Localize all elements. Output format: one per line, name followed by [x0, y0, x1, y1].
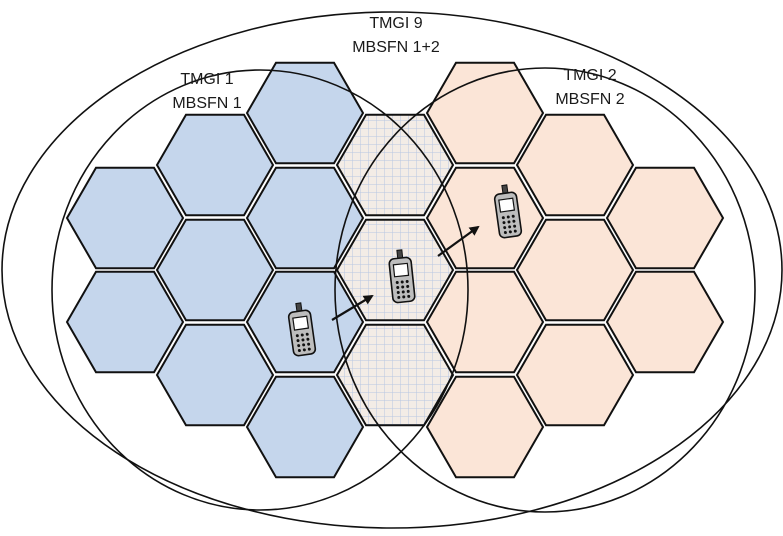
cell-hexagon [515, 323, 635, 427]
mbsfn12-label: MBSFN 1+2 [352, 39, 440, 56]
cell-hexagon [155, 218, 275, 322]
cell-hexagon [245, 375, 365, 479]
tmgi9-region-boundary [1, 11, 783, 529]
tmgi2-region-boundary [334, 67, 756, 513]
arrow-icon [331, 294, 374, 321]
tmgi9-label: TMGI 9 [369, 15, 422, 32]
cell-hexagon [65, 270, 185, 374]
tmgi2-label: TMGI 2 [563, 67, 616, 84]
mbsfn2-cells [425, 61, 725, 479]
mbsfn2-label: MBSFN 2 [555, 91, 624, 108]
cell-hexagon [515, 113, 635, 217]
tmgi1-label: TMGI 1 [180, 71, 233, 88]
cell-hexagon [245, 61, 365, 165]
cell-hexagon [65, 166, 185, 270]
cell-hexagon [605, 166, 725, 270]
cell-hexagon [335, 113, 455, 217]
cell-hexagon [245, 166, 365, 270]
overlap-cells [335, 113, 455, 427]
tmgi1-region-boundary [51, 69, 469, 511]
cell-hexagon [425, 375, 545, 479]
cell-hexagon [605, 270, 725, 374]
mbsfn1-label: MBSFN 1 [172, 95, 241, 112]
cell-hexagon [515, 218, 635, 322]
cell-hexagon [425, 270, 545, 374]
mbsfn1-cells [65, 61, 365, 479]
cell-hexagon [155, 113, 275, 217]
cell-hexagon [155, 323, 275, 427]
cell-hexagon [425, 61, 545, 165]
arrow-icon [437, 225, 480, 257]
